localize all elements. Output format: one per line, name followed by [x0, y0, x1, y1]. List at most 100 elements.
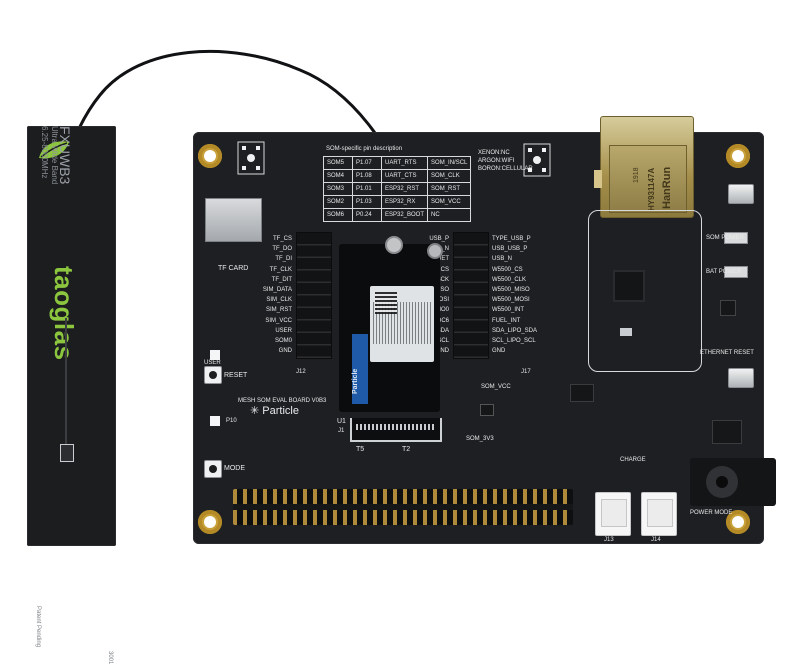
antenna-model: FXUWB3 — [57, 126, 73, 185]
j17-label: J17 — [521, 369, 531, 375]
table-cell: P1.08 — [352, 169, 382, 183]
leaf-logo-icon — [39, 141, 69, 159]
som-vcc-label: SOM_VCC — [481, 384, 511, 390]
table-row: SOM2 P1.03 ESP32_RX SOM_VCC — [323, 195, 472, 209]
pin-label: TF_DO — [272, 246, 292, 253]
mode-button[interactable] — [204, 460, 222, 478]
som-power-switch[interactable] — [724, 232, 748, 244]
mount-hole — [198, 510, 222, 534]
j14-label: J14 — [651, 537, 661, 543]
table-row: SOM4 P1.08 UART_CTS SOM_CLK — [323, 169, 472, 183]
bat-power-switch[interactable] — [724, 266, 748, 278]
label-t5: T5 — [356, 446, 365, 453]
table-cell: P1.01 — [352, 182, 382, 196]
table-cell: UART_RTS — [380, 156, 429, 170]
j1-label: J1 — [338, 428, 345, 434]
reset-button[interactable] — [204, 366, 222, 384]
mount-hole — [198, 144, 222, 168]
antenna-line2: 6.25-8000MHz — [40, 126, 49, 179]
pin-label: USB_P — [429, 236, 449, 242]
pin-label: TYPE_USB_P — [492, 236, 531, 242]
table-cell: SOM3 — [323, 182, 353, 196]
ic — [570, 384, 594, 402]
table-cell: P1.07 — [352, 156, 382, 170]
m2-slot — [350, 418, 442, 442]
pin-label: CS — [440, 266, 449, 273]
j12-label: J12 — [296, 369, 306, 375]
pin-label: W5500_CLK — [492, 276, 527, 283]
som-module: Particle — [339, 244, 440, 412]
dc-barrel-jack[interactable] — [690, 458, 776, 506]
pin-label: MOSI — [433, 297, 449, 304]
pin-label: MISO — [433, 287, 449, 293]
pin-label: SCL — [437, 338, 449, 344]
antenna-connector — [60, 444, 74, 462]
pin-label: USB_USB_P — [492, 246, 528, 253]
ethernet-reset-label: ETHERNET RESET — [700, 350, 754, 356]
table-cell: SOM2 — [323, 195, 353, 209]
usb-port-top[interactable] — [728, 184, 754, 204]
jst-connector-j13[interactable] — [595, 492, 631, 536]
ufl-connector-2 — [427, 243, 443, 259]
table-cell: ESP32_RX — [380, 195, 429, 209]
ethernet-ic — [613, 270, 645, 302]
usb-port-bottom[interactable] — [728, 368, 754, 388]
qr-code-icon — [375, 292, 397, 314]
power-mode-label: POWER MODE — [690, 510, 733, 516]
table-cell: NC — [427, 208, 472, 222]
table-cell: SOM_VCC — [427, 195, 472, 209]
pin-table-title: SOM-specific pin description — [326, 146, 403, 152]
table-cell: P1.03 — [352, 195, 382, 209]
antenna-trace — [65, 318, 67, 458]
label-u1: U1 — [337, 418, 346, 425]
pin-label: W5500_INT — [492, 307, 525, 314]
table-cell: SOM4 — [323, 169, 353, 183]
pin-label: TF_DIT — [271, 276, 292, 283]
pin-label: GND — [278, 348, 292, 355]
variant-note-1: XENON:NC — [478, 150, 510, 156]
pin-label: SIM_RST — [265, 307, 292, 314]
reset-label: RESET — [224, 372, 248, 379]
table-cell: P0.24 — [352, 208, 382, 222]
pin-label: GND — [435, 348, 449, 355]
rj45-brand: HanRun — [661, 166, 673, 209]
antenna-footer: Patent Pending — [35, 606, 41, 648]
som-3v3-label: SOM_3V3 — [466, 436, 494, 442]
table-cell: SOM5 — [323, 156, 353, 170]
right-header — [453, 232, 489, 359]
pin-label: W5500_MISO — [492, 287, 530, 293]
tf-card-label: TF CARD — [218, 265, 249, 272]
rj45-date: 1918 — [633, 167, 640, 183]
product-photo: taoglas FXUWB3 Ultra Wide Band 6.25-8000… — [27, 50, 776, 664]
taoglas-antenna: taoglas FXUWB3 Ultra Wide Band 6.25-8000… — [27, 126, 116, 664]
p10-led — [210, 416, 220, 426]
particle-logo: ✳ Particle — [250, 405, 299, 417]
user-label: USER — [204, 360, 221, 366]
label-t2: T2 — [402, 446, 411, 453]
gpio-header — [233, 489, 573, 525]
antenna-brand: taoglas — [49, 266, 79, 361]
board-name: MESH SOM EVAL BOARD V0B3 — [238, 398, 327, 404]
antenna-part: 3001 — [107, 651, 113, 664]
ethernet-region — [588, 210, 702, 372]
table-row: SOM6 P0.24 ESP32_BOOT NC — [323, 208, 472, 222]
table-row: SOM5 P1.07 UART_RTS SOM_IN/SCL — [323, 156, 472, 170]
pin-label: SIM_DATA — [262, 287, 292, 293]
particle-brand: Particle — [262, 405, 299, 417]
charge-label: CHARGE — [620, 457, 646, 463]
mode-label: MODE — [224, 465, 245, 472]
table-cell: SOM6 — [323, 208, 353, 222]
table-cell: UART_CTS — [380, 169, 429, 183]
rj45-face — [609, 145, 687, 213]
jst-connector-j14[interactable] — [641, 492, 677, 536]
power-ic — [712, 420, 742, 444]
fiducial-mark — [523, 143, 551, 177]
table-cell: SOM_IN/SCL — [427, 156, 472, 170]
pin-label: SDA — [436, 327, 449, 334]
pin-label: SOM0 — [274, 338, 292, 344]
pin-label: SDA_LIPO_SDA — [492, 327, 538, 334]
table-cell: ESP32_RST — [380, 182, 429, 196]
som-brand-label: Particle — [352, 368, 359, 394]
bat-power-label: BAT POWER — [706, 269, 742, 275]
pin-label: SIM_CLK — [266, 297, 292, 304]
